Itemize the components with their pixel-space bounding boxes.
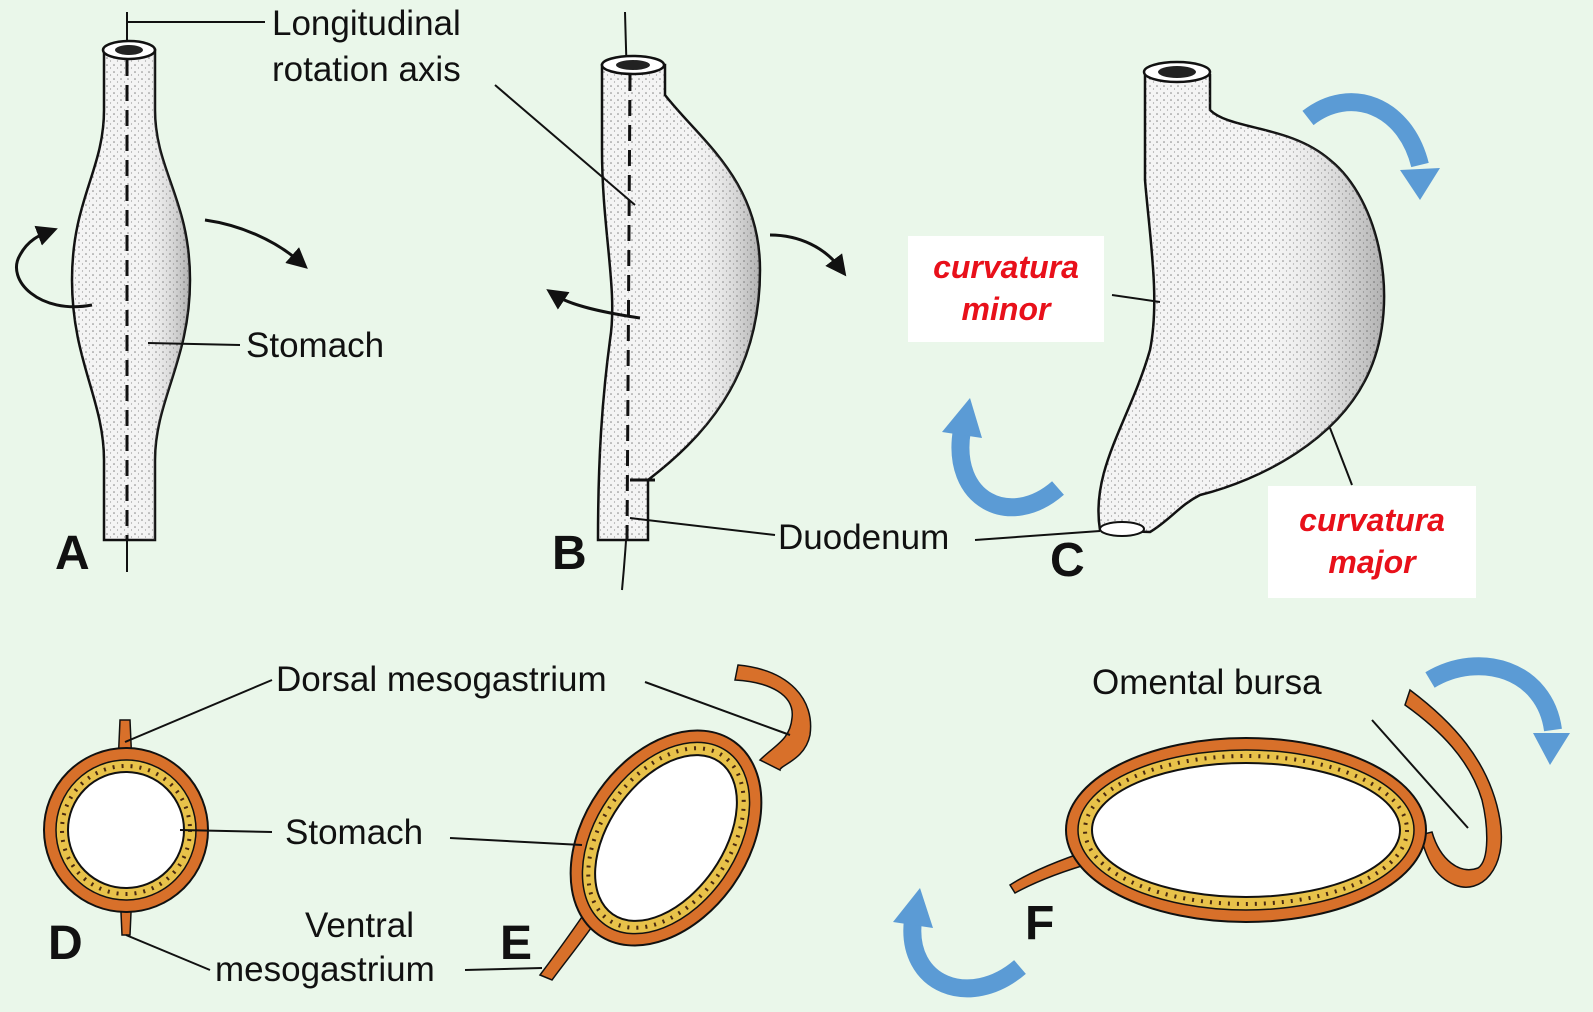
panel-letter-f: F xyxy=(1025,900,1054,948)
duodenum-leader-b xyxy=(630,518,775,535)
curvatura-major-callout: curvatura major xyxy=(1268,486,1476,598)
panel-letter-c: C xyxy=(1050,537,1085,585)
panel-letter-b: B xyxy=(552,530,587,578)
longitudinal-label: Longitudinal xyxy=(272,6,461,41)
curvatura-minor-callout: curvatura minor xyxy=(908,236,1104,342)
major-curvature-leader xyxy=(1330,428,1352,485)
ventral-leader-d xyxy=(126,935,210,970)
curved-rotation-arrow-icon xyxy=(770,235,840,268)
ventral-label: Ventral xyxy=(305,908,414,943)
cross-section-f xyxy=(1010,690,1501,922)
dorsal-leader-e xyxy=(645,682,790,735)
blue-curved-arrow-icon xyxy=(893,888,1020,988)
duodenum-label: Duodenum xyxy=(778,520,949,555)
blue-curved-arrow-icon xyxy=(1430,666,1570,765)
omental-bursa-label: Omental bursa xyxy=(1092,665,1322,700)
curvatura-minor-line1: curvatura xyxy=(908,247,1104,289)
dorsal-leader-d xyxy=(125,680,272,742)
panel-letter-d: D xyxy=(48,920,83,968)
blue-curved-arrow-icon xyxy=(942,398,1058,507)
stomach-leader-e xyxy=(450,838,582,845)
minor-curvature-leader xyxy=(1112,295,1160,302)
curved-rotation-arrow-icon xyxy=(205,220,300,262)
curvatura-minor-line2: minor xyxy=(908,289,1104,331)
curvatura-major-line2: major xyxy=(1268,542,1476,584)
panel-letter-a: A xyxy=(55,530,90,578)
panel-letter-e: E xyxy=(500,920,532,968)
mesogastrium-label: mesogastrium xyxy=(215,952,435,987)
stomach-label-bottom: Stomach xyxy=(285,815,423,850)
stomach-b xyxy=(495,12,775,590)
stomach-a xyxy=(72,12,265,572)
rotation-axis-label: rotation axis xyxy=(272,52,461,87)
stomach-label-top: Stomach xyxy=(246,328,384,363)
dorsal-mesogastrium-label: Dorsal mesogastrium xyxy=(276,662,607,697)
curvatura-major-line1: curvatura xyxy=(1268,500,1476,542)
